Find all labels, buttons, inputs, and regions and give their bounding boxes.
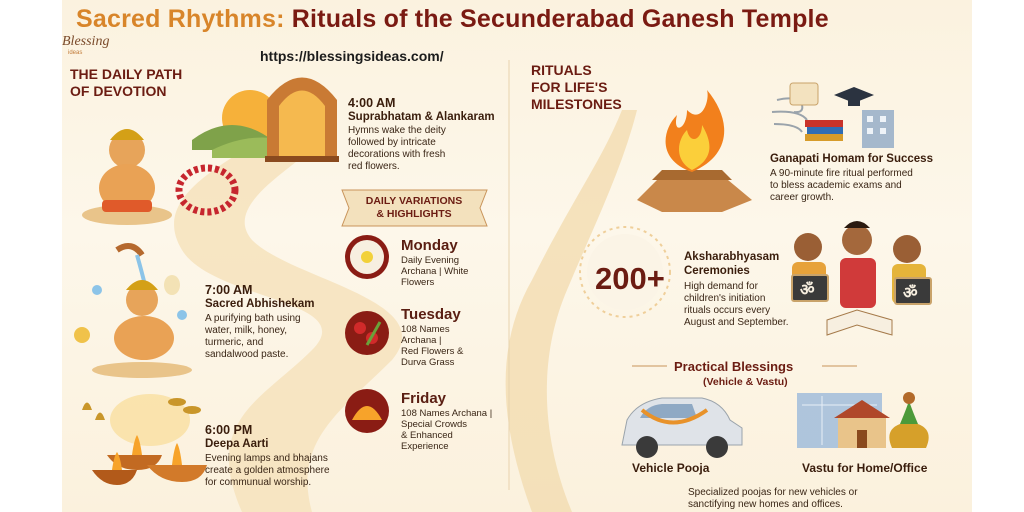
ritual-description: Evening lamps and bhajans create a golde… [205,453,330,488]
devotion-path [174,130,403,512]
day-name: Monday [401,237,458,254]
page-title: Sacred Rhythms: Rituals of the Secundera… [76,5,829,33]
office-building-icon [862,110,894,148]
ritual-time: 7:00 AM [205,283,253,297]
abhishekam-idol-icon [74,243,192,378]
day-name: Friday [401,390,447,407]
day-details: 108 Names Archana | Red Flowers & Durva … [401,324,464,368]
homam-description: A 90-minute fire ritual performed to ble… [770,168,913,203]
day-details: Daily Evening Archana | White Flowers [401,255,469,288]
children-slates-icon [791,221,932,336]
car-icon [621,397,743,458]
brand-logo-sub: ideas [68,50,83,56]
temple-gate-icon [265,77,339,162]
ritual-description: A purifying bath using water, milk, hone… [205,313,301,360]
slate-om-icon: ॐ [800,282,815,299]
books-icon [805,120,843,141]
akshara-description: High demand for children's initiation ri… [684,281,789,328]
scroll-certificate-icon [789,82,819,106]
milestones-heading: RITUALS FOR LIFE'S MILESTONES [531,62,622,112]
kalash-icon [889,392,929,448]
ritual-name: Suprabhatam & Alankaram [348,111,495,123]
variations-banner-icon [341,189,488,227]
flower-garland-icon [175,164,239,216]
website-url[interactable]: https://blessingsideas.com/ [260,48,444,64]
ganesha-idol-icon [82,129,172,225]
brand-logo: Blessing [62,34,110,49]
friday-badge-icon [345,389,389,433]
homam-fire-icon [637,90,752,212]
ceremony-count: 200+ [595,261,665,296]
graduation-cap-icon [834,87,874,106]
ritual-name: Sacred Abhishekam [205,298,315,310]
house-icon [834,400,890,448]
practical-title: Practical Blessings [674,359,794,374]
diya-lamps-icon [82,394,207,485]
akshara-title: Aksharabhyasam Ceremonies [684,251,780,277]
homam-title: Ganapati Homam for Success [770,153,933,165]
day-details: 108 Names Archana | Special Crowds & Enh… [401,408,493,452]
ritual-time: 4:00 AM [348,96,396,110]
day-name: Tuesday [401,306,461,323]
daily-path-heading: THE DAILY PATH OF DEVOTION [70,66,183,99]
milestone-path [505,110,637,512]
vehicle-label: Vehicle Pooja [632,461,710,475]
vastu-label: Vastu for Home/Office [802,461,928,475]
ritual-time: 6:00 PM [205,423,253,437]
ritual-name: Deepa Aarti [205,438,269,450]
infographic: Sacred Rhythms: Rituals of the Secundera… [62,0,972,512]
variations-banner: DAILY VARIATIONS & HIGHLIGHTS [365,195,463,220]
illustration-layer [74,60,932,512]
ritual-description: Hymns wake the deity followed by intrica… [348,125,446,172]
tuesday-badge-icon [345,311,389,355]
sunburst-badge [579,226,671,318]
practical-footer: Specialized poojas for new vehicles or s… [688,487,858,510]
monday-badge-icon [345,235,389,279]
slate-om-icon: ॐ [903,285,918,302]
practical-subtitle: (Vehicle & Vastu) [703,376,788,388]
